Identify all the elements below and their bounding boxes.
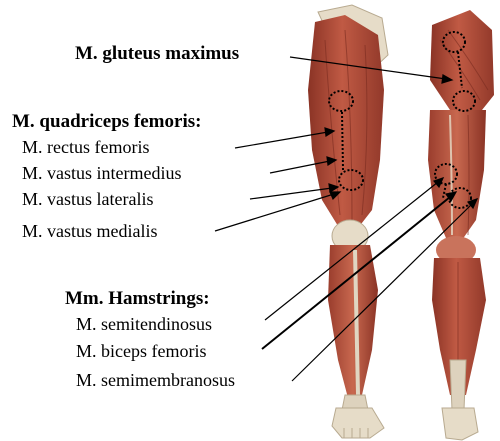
gluteus-maximus-label: M. gluteus maximus xyxy=(75,44,239,63)
quadriceps-title: M. quadriceps femoris: xyxy=(12,112,201,131)
vastus-lateralis-label: M. vastus lateralis xyxy=(22,190,153,208)
biceps-femoris-label: M. biceps femoris xyxy=(76,342,206,360)
semitendinosus-label: M. semitendinosus xyxy=(76,315,212,333)
hamstrings-title: Mm. Hamstrings: xyxy=(65,289,210,308)
vastus-medialis-label: M. vastus medialis xyxy=(22,222,158,240)
quadriceps-dotted-connector xyxy=(342,112,343,170)
vastus-intermedius-label: M. vastus intermedius xyxy=(22,164,182,182)
lateralis-leader-line xyxy=(250,188,332,199)
semimembranosus-label: M. semimembranosus xyxy=(76,371,235,389)
medialis-leader-line xyxy=(215,194,334,231)
rectus-femoris-label: M. rectus femoris xyxy=(22,138,149,156)
back-leg-illustration xyxy=(428,10,494,440)
front-leg-illustration xyxy=(308,5,388,438)
